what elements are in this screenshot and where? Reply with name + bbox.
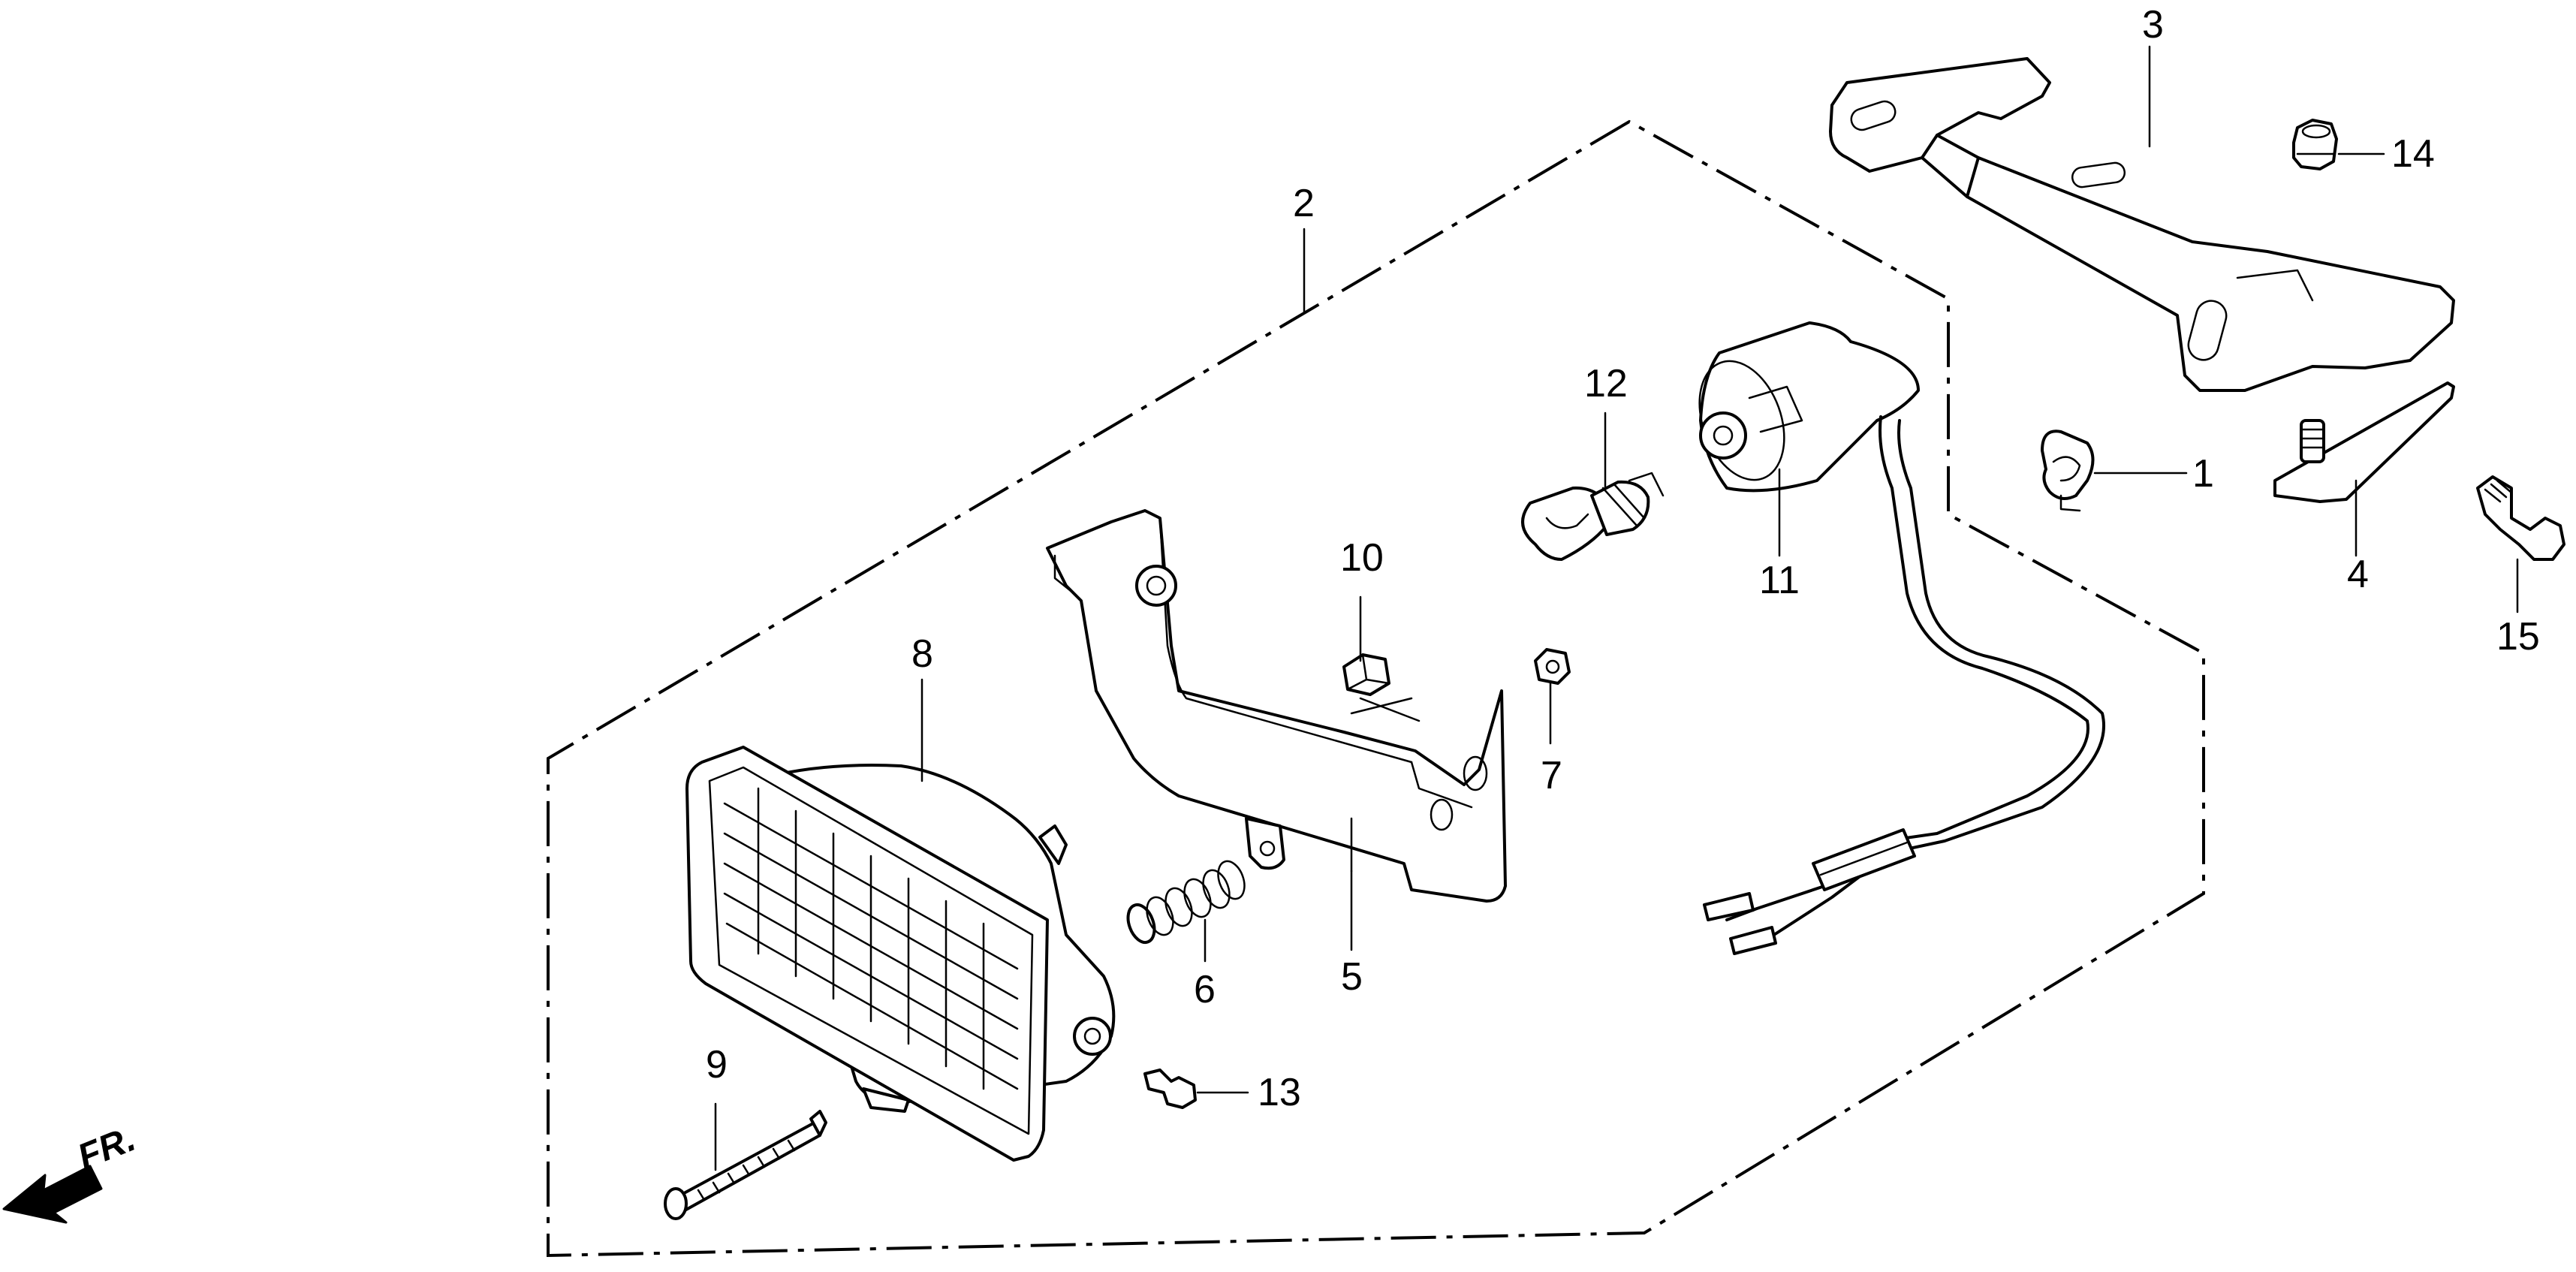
part-7-nut	[1534, 648, 1571, 685]
callout-12: 12	[1584, 362, 1628, 405]
part-8-headlight-unit	[685, 746, 1116, 1162]
callout-6: 6	[1194, 968, 1216, 1011]
callout-7: 7	[1541, 754, 1562, 797]
part-9-adjusting-screw	[664, 1110, 827, 1220]
part-15-bolt	[2476, 475, 2565, 561]
callout-10: 10	[1340, 536, 1384, 580]
part-5-headlight-case	[1046, 509, 1507, 903]
callout-1: 1	[2192, 452, 2214, 496]
part-11-socket-harness	[1698, 321, 2106, 955]
part-10-block	[1342, 653, 1390, 696]
callout-5: 5	[1341, 955, 1363, 999]
part-6-spring	[1126, 860, 1246, 945]
callout-4: 4	[2347, 553, 2369, 596]
front-direction-marker: FR.	[2, 1119, 141, 1224]
callout-11: 11	[1759, 559, 1800, 602]
front-arrow-icon	[2, 1165, 103, 1224]
callout-9: 9	[706, 1043, 728, 1087]
part-4-plate	[2273, 381, 2455, 503]
callout-13: 13	[1258, 1071, 1301, 1114]
callout-2: 2	[1293, 182, 1315, 225]
callout-15: 15	[2496, 615, 2540, 659]
leader-connector-10	[1359, 697, 1421, 722]
part-14-nut	[2292, 119, 2338, 170]
part-12-bulb	[1521, 472, 1665, 561]
part-13-screw	[1143, 1069, 1197, 1109]
part-3-bracket	[1829, 57, 2455, 392]
leader-lines	[714, 45, 2519, 1171]
callouts: 3 2 14 12 10 11 1 4 15 8 7 5 6 13 9	[706, 3, 2540, 1114]
callout-8: 8	[911, 632, 933, 676]
assembly-boundary	[547, 119, 2205, 1258]
part-1-clip	[2041, 430, 2095, 512]
callout-14: 14	[2391, 132, 2435, 176]
callout-3: 3	[2142, 3, 2164, 47]
